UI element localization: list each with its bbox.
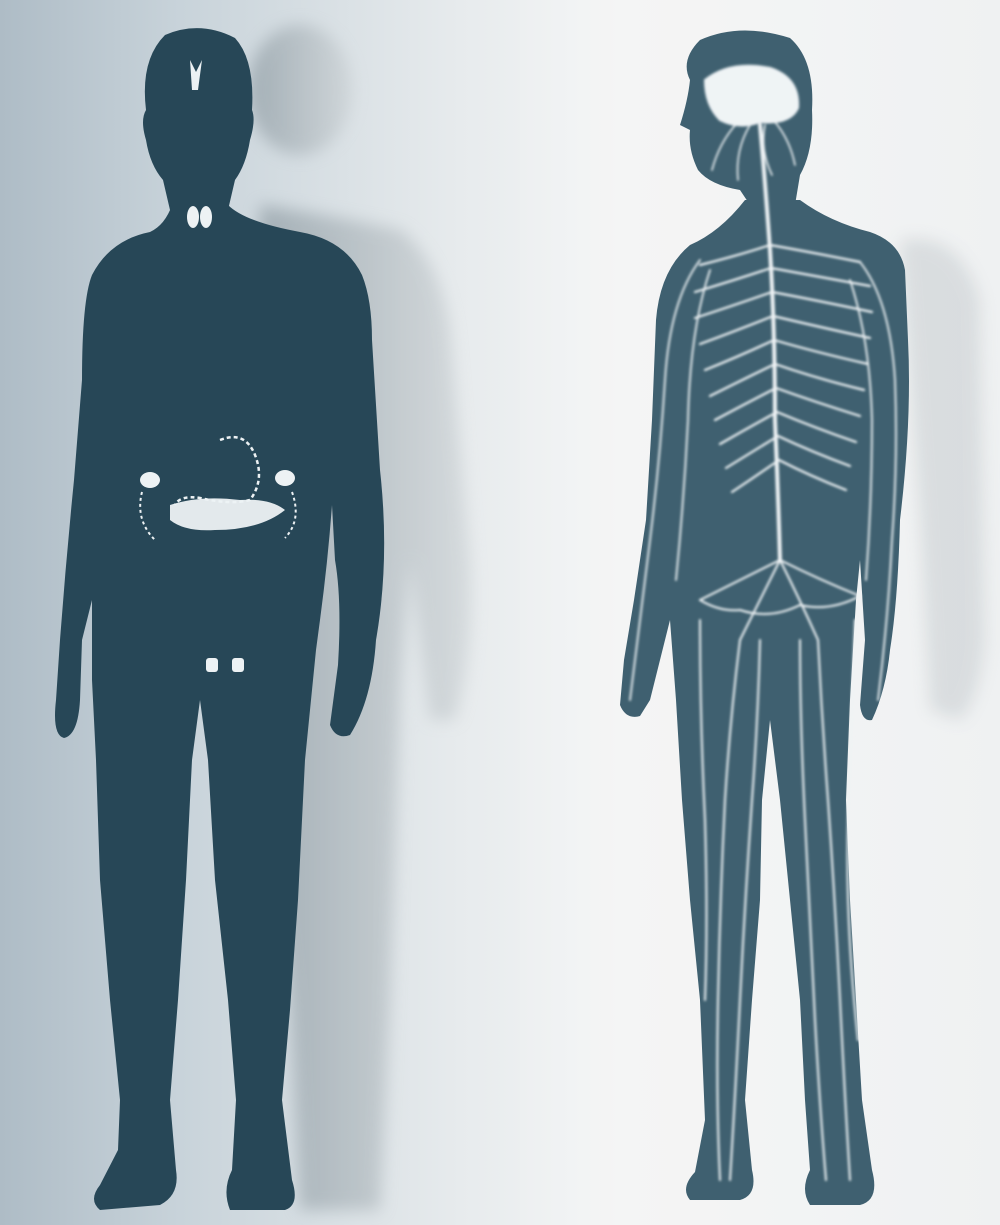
gonad-left bbox=[206, 658, 218, 672]
light-haze bbox=[520, 0, 1000, 1225]
thyroid-right bbox=[200, 206, 212, 228]
thyroid-left bbox=[187, 206, 199, 228]
head bbox=[143, 28, 254, 210]
adrenal-right bbox=[275, 470, 295, 486]
gonad-right bbox=[232, 658, 244, 672]
adrenal-left bbox=[140, 472, 160, 488]
